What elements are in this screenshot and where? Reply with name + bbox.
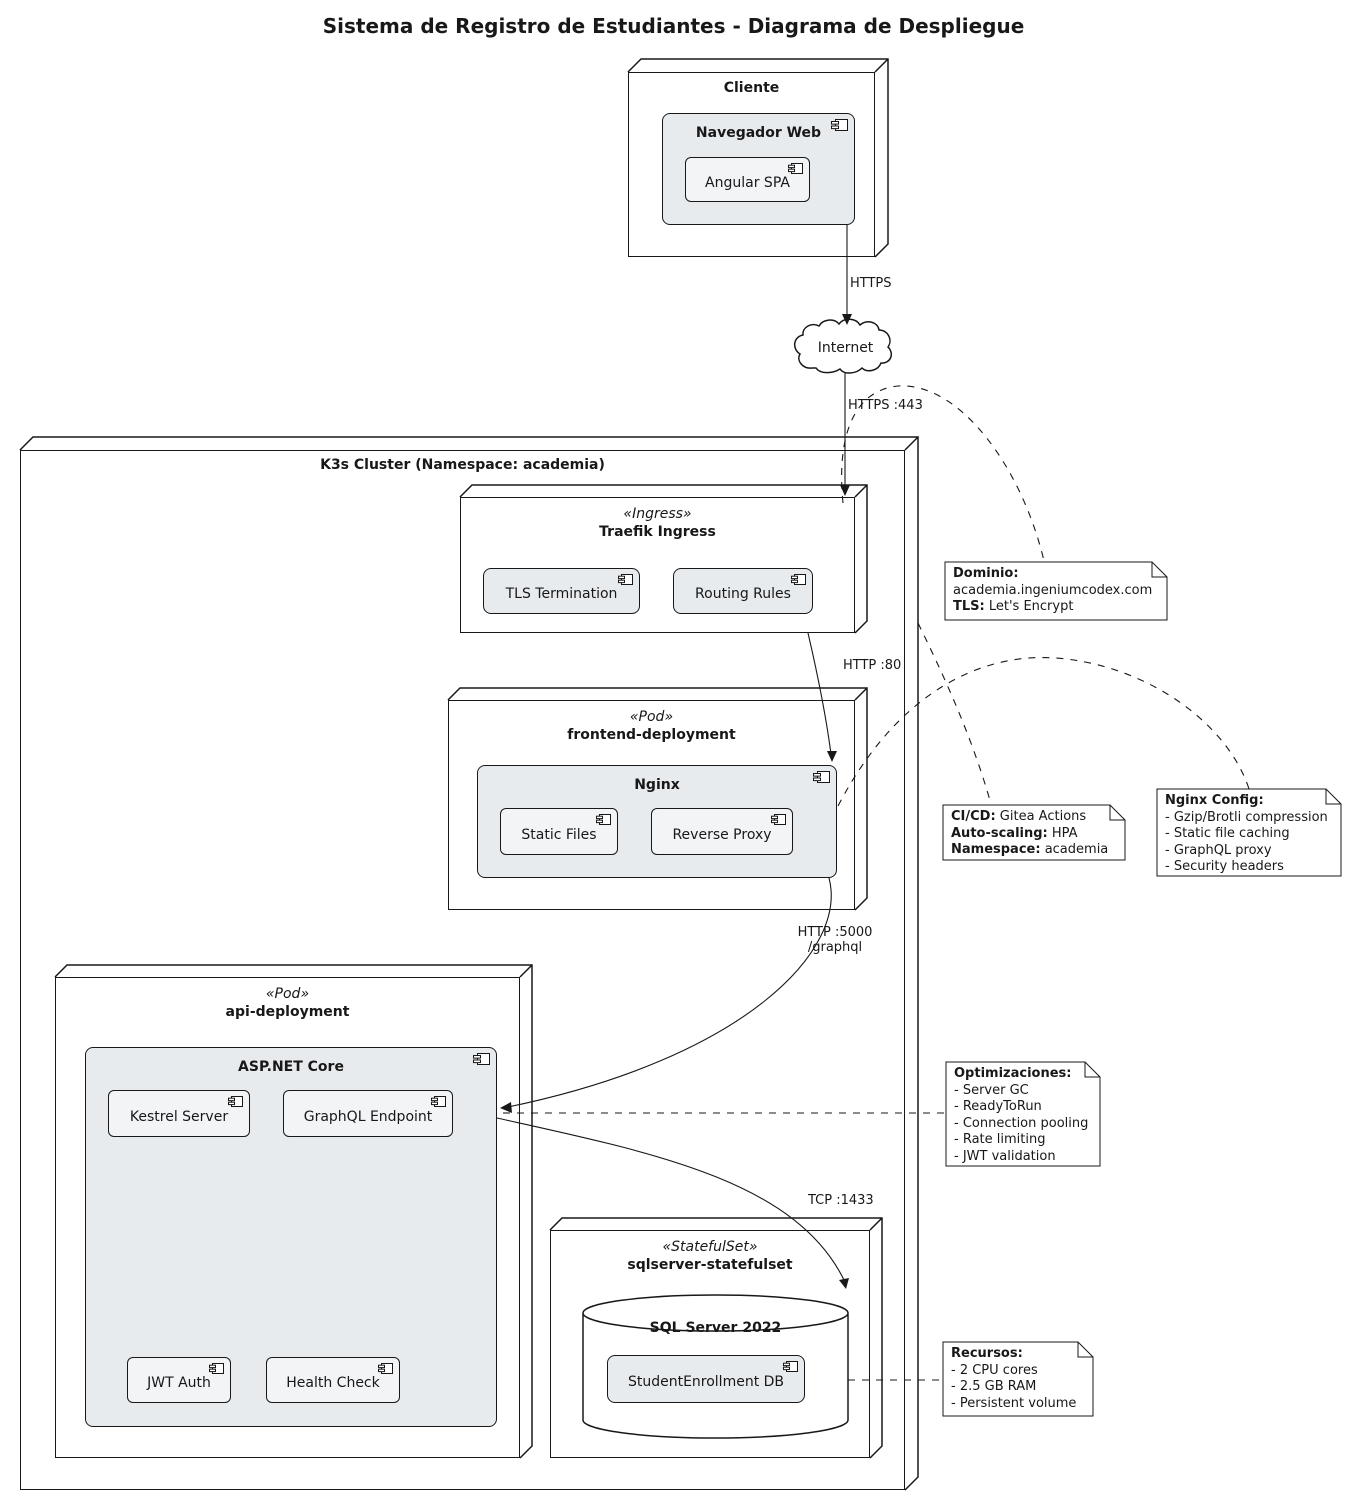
component-jwt-auth: JWT Auth <box>127 1357 231 1403</box>
node-api-stereotype: «Pod» <box>265 986 310 1002</box>
component-routing-rules: Routing Rules <box>673 568 813 614</box>
component-static-files: Static Files <box>500 808 618 855</box>
component-tls-termination-label: TLS Termination <box>505 586 618 602</box>
component-icon <box>209 1363 224 1374</box>
node-traefik-label: Traefik Ingress <box>599 524 716 540</box>
note-nginx-config: Nginx Config: - Gzip/Brotli compression … <box>1165 793 1328 874</box>
component-icon <box>771 814 786 825</box>
component-icon <box>788 163 803 174</box>
node-statefulset-label: sqlserver-statefulset <box>627 1257 793 1273</box>
component-icon <box>831 119 848 131</box>
component-icon <box>378 1363 393 1374</box>
component-icon <box>618 574 633 585</box>
component-static-files-label: Static Files <box>521 826 597 843</box>
component-health-check: Health Check <box>266 1357 400 1403</box>
node-frontend-label: frontend-deployment <box>567 727 736 743</box>
connector-note-cicd <box>917 622 992 805</box>
component-icon <box>783 1361 798 1372</box>
component-nginx-label: Nginx <box>634 777 680 793</box>
edge-label-https-443: HTTPS :443 <box>848 398 923 413</box>
component-icon <box>228 1096 243 1107</box>
component-navegador-web-label: Navegador Web <box>695 125 822 141</box>
component-graphql-endpoint: GraphQL Endpoint <box>283 1090 453 1137</box>
component-icon <box>596 814 611 825</box>
component-health-check-label: Health Check <box>286 1375 380 1391</box>
component-kestrel-server: Kestrel Server <box>108 1090 250 1137</box>
node-cliente-label: Cliente <box>723 80 780 96</box>
component-angular-spa: Angular SPA <box>685 157 810 202</box>
component-studentenrollment-db: StudentEnrollment DB <box>607 1355 805 1403</box>
component-icon <box>791 574 806 585</box>
edge-https-arrowhead <box>842 314 852 325</box>
note-dominio: Dominio: academia.ingeniumcodex.com TLS:… <box>953 566 1153 614</box>
note-cicd: CI/CD: Gitea Actions Auto-scaling: HPA N… <box>951 809 1109 857</box>
component-icon <box>473 1053 490 1065</box>
component-routing-rules-label: Routing Rules <box>695 586 791 602</box>
component-aspnet-core-label: ASP.NET Core <box>238 1059 344 1075</box>
component-graphql-endpoint-label: GraphQL Endpoint <box>303 1108 433 1125</box>
component-reverse-proxy: Reverse Proxy <box>651 808 793 855</box>
component-studentenrollment-db-label: StudentEnrollment DB <box>627 1374 785 1390</box>
node-traefik-stereotype: «Ingress» <box>623 506 692 522</box>
component-reverse-proxy-label: Reverse Proxy <box>672 826 772 843</box>
edge-label-http-80: HTTP :80 <box>843 658 902 673</box>
edge-label-tcp-1433: TCP :1433 <box>808 1193 874 1208</box>
edge-label-http-5000: HTTP :5000 /graphql <box>797 925 873 955</box>
database-sqlserver-label: SQL Server 2022 <box>649 1320 782 1336</box>
diagram-title: Sistema de Registro de Estudiantes - Dia… <box>322 14 1025 38</box>
component-jwt-auth-label: JWT Auth <box>147 1375 211 1391</box>
edge-label-https: HTTPS <box>850 276 892 291</box>
component-icon <box>431 1096 446 1107</box>
node-statefulset-stereotype: «StatefulSet» <box>662 1239 758 1255</box>
internet-cloud-label: Internet <box>817 340 874 356</box>
component-angular-spa-label: Angular SPA <box>705 174 790 191</box>
note-optimizaciones: Optimizaciones: - Server GC - ReadyToRun… <box>954 1066 1089 1164</box>
note-recursos: Recursos: - 2 CPU cores - 2.5 GB RAM - P… <box>951 1346 1077 1411</box>
component-tls-termination: TLS Termination <box>483 568 640 614</box>
component-kestrel-server-label: Kestrel Server <box>129 1108 229 1125</box>
node-k3s-cluster-label: K3s Cluster (Namespace: academia) <box>320 457 605 473</box>
node-api-label: api-deployment <box>225 1004 350 1020</box>
component-icon <box>813 771 830 783</box>
node-frontend-stereotype: «Pod» <box>629 709 674 725</box>
